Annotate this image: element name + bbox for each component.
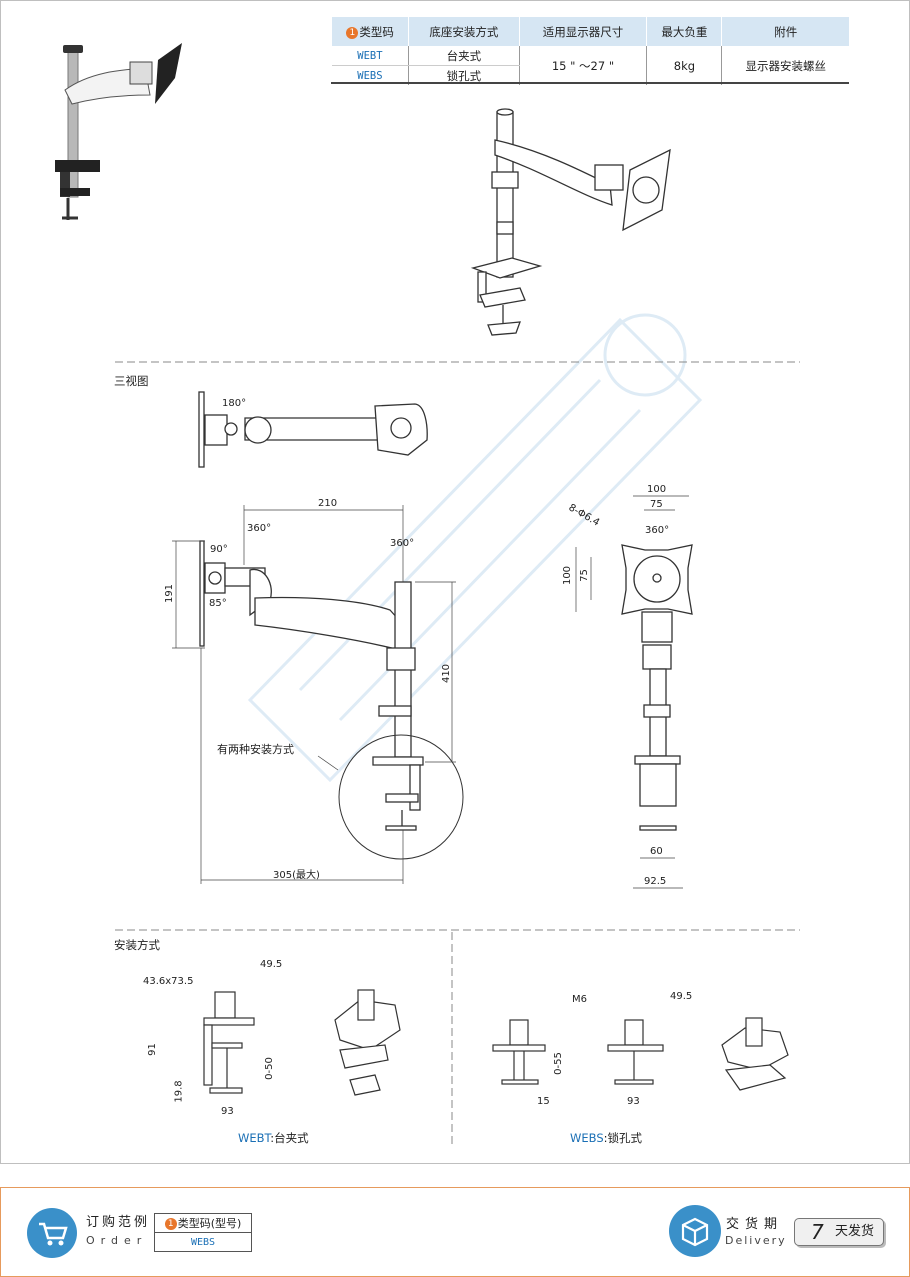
- order-subtitle: Order: [86, 1234, 148, 1247]
- dim-label: 19.8: [173, 1080, 185, 1103]
- order-title: 订购范例: [86, 1215, 151, 1230]
- dim-label: 92.5: [644, 876, 667, 887]
- dimension-lines: [172, 495, 689, 889]
- cell-code: WEBS: [357, 69, 383, 82]
- delivery-days: 7: [811, 1220, 824, 1244]
- caption-webt: WEBT:台夹式: [238, 1131, 309, 1145]
- front-view-drawing: [621, 544, 693, 831]
- dim-label: 75: [578, 569, 590, 582]
- dim-label: 100: [647, 484, 667, 495]
- dim-label: 180°: [222, 398, 247, 409]
- delivery-text: 天发货: [835, 1224, 875, 1239]
- technical-drawings: [55, 43, 800, 1145]
- cart-icon: [27, 1208, 77, 1258]
- dim-label: 85°: [209, 598, 227, 609]
- dim-label: 90°: [210, 544, 228, 555]
- dim-label: M6: [572, 994, 587, 1005]
- dim-label: 49.5: [260, 959, 283, 970]
- dim-label: 100: [562, 565, 574, 586]
- dim-label: 191: [164, 583, 176, 604]
- isometric-drawing: [470, 108, 671, 336]
- order-value: WEBS: [154, 1232, 252, 1252]
- dim-label: 360°: [645, 525, 670, 536]
- header-accessory: 附件: [721, 17, 849, 46]
- box-icon: [669, 1205, 721, 1257]
- header-load: 最大负重: [646, 17, 722, 46]
- table-row: WEBT 台夹式 15 " ～27 " 8kg 显示器安装螺丝: [331, 46, 849, 85]
- install-clamp-drawing: [203, 989, 401, 1096]
- dim-label: 360°: [247, 523, 272, 534]
- dim-label: 75: [650, 499, 663, 510]
- install-bolt-drawing: [492, 1017, 789, 1091]
- dim-label: 15: [537, 1096, 550, 1107]
- step-badge: 1: [164, 1218, 177, 1230]
- delivery-subtitle: Delivery: [725, 1234, 787, 1247]
- dim-label: 305(最大): [273, 870, 320, 881]
- delivery-badge: 7 天发货: [794, 1218, 884, 1246]
- cell-mount: 台夹式: [408, 46, 520, 66]
- dim-label: 43.6x73.5: [143, 976, 194, 987]
- caption-webs: WEBS:锁孔式: [570, 1131, 642, 1145]
- side-view-drawing: [199, 540, 464, 860]
- product-photo: [55, 43, 182, 220]
- dim-label: 60: [650, 846, 663, 857]
- dim-label: 93: [627, 1096, 640, 1107]
- cell-code: WEBT: [331, 46, 409, 66]
- section-title-three-view: 三视图: [114, 374, 149, 388]
- cell-mount: 锁孔式: [408, 65, 520, 85]
- dim-label: 210: [318, 498, 338, 509]
- cell-accessory: 显示器安装螺丝: [721, 46, 849, 85]
- table-rule: [331, 82, 849, 84]
- header-mount: 底座安装方式: [408, 17, 520, 46]
- dim-label: 93: [221, 1106, 234, 1117]
- top-view-drawing: [198, 391, 428, 468]
- dim-label: 360°: [390, 538, 415, 549]
- dim-label: 0-55: [552, 1052, 564, 1075]
- step-badge: 1: [346, 26, 359, 39]
- header-size: 适用显示器尺寸: [518, 17, 647, 46]
- dim-label: 有两种安装方式: [217, 743, 294, 756]
- section-title-install: 安装方式: [114, 938, 160, 952]
- delivery-title: 交货期: [726, 1217, 784, 1232]
- cell-load: 8kg: [646, 46, 722, 85]
- dim-label: 91: [146, 1043, 158, 1056]
- dim-label: 49.5: [670, 991, 693, 1002]
- table-row: WEBS 锁孔式: [332, 65, 850, 85]
- dim-label: 0-50: [263, 1057, 275, 1080]
- dim-label: 410: [441, 663, 453, 684]
- cell-size: 15 " ～27 ": [518, 46, 647, 85]
